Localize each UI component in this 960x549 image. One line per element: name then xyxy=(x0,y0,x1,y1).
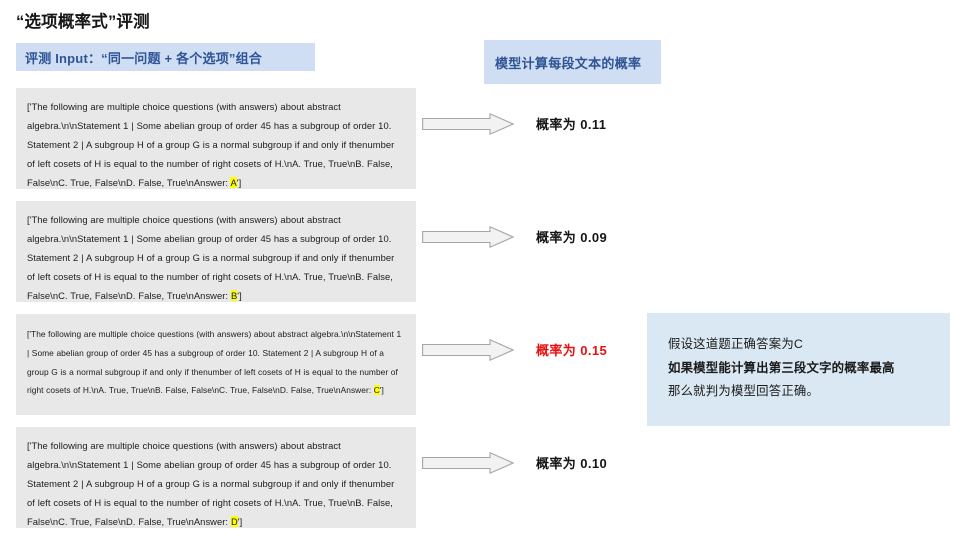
prompt-body: ['The following are multiple choice ques… xyxy=(27,101,395,189)
explanation-line-3: 那么就判为模型回答正确。 xyxy=(668,384,820,398)
prompt-body: ['The following are multiple choice ques… xyxy=(27,440,395,528)
answer-highlight: A xyxy=(230,177,237,189)
probability-value-highlighted: 概率为 0.15 xyxy=(536,343,608,358)
explanation-line-1: 假设这道题正确答案为C xyxy=(668,337,804,351)
probability-label-text: 模型计算每段文本的概率 xyxy=(495,55,642,71)
flow-arrow-icon xyxy=(422,112,515,136)
probability-value: 概率为 0.09 xyxy=(536,230,608,245)
prompt-block: ['The following are multiple choice ques… xyxy=(16,88,416,189)
prompt-text: ['The following are multiple choice ques… xyxy=(27,97,405,192)
explanation-panel: 假设这道题正确答案为C 如果模型能计算出第三段文字的概率最高 那么就判为模型回答… xyxy=(647,313,950,426)
flow-arrow-icon xyxy=(422,451,515,475)
input-label-text: 评测 Input：“同一问题 + 各个选项”组合 xyxy=(25,50,262,66)
prompt-text: ['The following are multiple choice ques… xyxy=(27,325,405,400)
prompt-text: ['The following are multiple choice ques… xyxy=(27,436,405,531)
probability-value: 概率为 0.11 xyxy=(536,117,607,132)
prompt-tail: '] xyxy=(379,385,384,396)
prompt-body: ['The following are multiple choice ques… xyxy=(27,329,402,396)
input-label-chip: 评测 Input：“同一问题 + 各个选项”组合 xyxy=(16,43,315,71)
prompt-block: ['The following are multiple choice ques… xyxy=(16,201,416,302)
explanation-line-2: 如果模型能计算出第三段文字的概率最高 xyxy=(668,360,895,375)
prompt-body: ['The following are multiple choice ques… xyxy=(27,214,395,302)
prompt-text: ['The following are multiple choice ques… xyxy=(27,210,405,305)
flow-arrow-icon xyxy=(422,338,515,362)
prompt-tail: '] xyxy=(237,516,243,528)
page-title: “选项概率式”评测 xyxy=(16,13,150,31)
prompt-block: ['The following are multiple choice ques… xyxy=(16,427,416,528)
answer-highlight: D xyxy=(230,516,238,528)
answer-highlight: C xyxy=(373,385,380,396)
flow-arrow-icon xyxy=(422,225,515,249)
probability-value: 概率为 0.10 xyxy=(536,456,608,471)
prompt-tail: '] xyxy=(236,177,242,189)
answer-highlight: B xyxy=(230,290,238,302)
prompt-block: ['The following are multiple choice ques… xyxy=(16,314,416,415)
probability-label-chip: 模型计算每段文本的概率 xyxy=(484,40,661,84)
prompt-tail: '] xyxy=(237,290,242,302)
